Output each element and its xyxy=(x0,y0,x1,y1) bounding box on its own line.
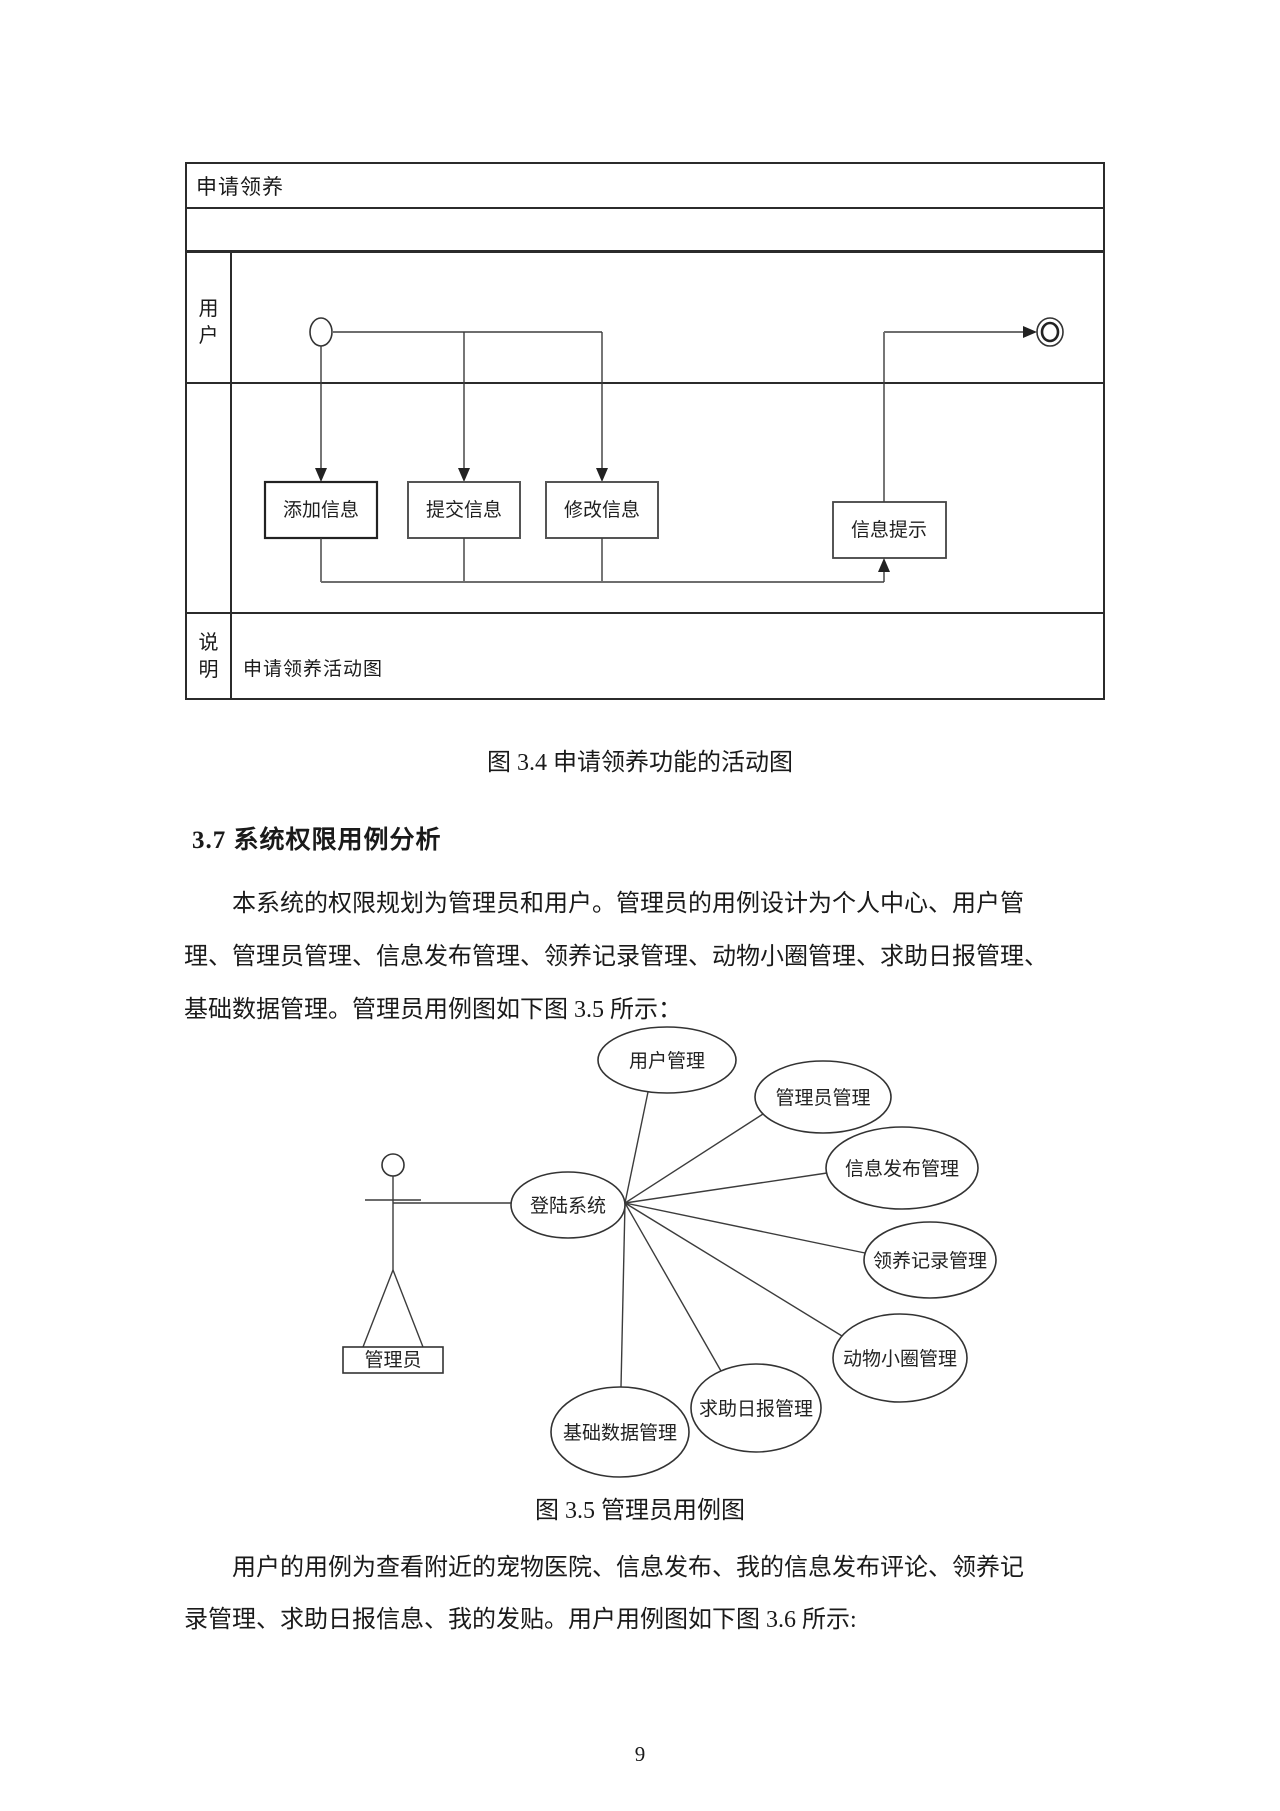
usecase-animal-circle-management xyxy=(832,1313,968,1403)
paragraph-line: 用户的用例为查看附近的宠物医院、信息发布、我的信息发布评论、领养记 xyxy=(232,1555,1024,1581)
action-box-submit-info xyxy=(407,481,521,539)
usecase-label: 领养记录管理 xyxy=(873,1250,987,1272)
paragraph-line: 基础数据管理。管理员用例图如下图 3.5 所示： xyxy=(184,997,682,1023)
usecase-info-publish-management xyxy=(825,1126,979,1210)
note-row-label: 说明 xyxy=(187,630,230,684)
usecase-label: 求助日报管理 xyxy=(699,1398,813,1420)
association-line xyxy=(624,1172,828,1204)
arrowhead-down xyxy=(458,468,470,482)
note-description: 申请领养活动图 xyxy=(243,659,384,680)
paragraph-line: 本系统的权限规划为管理员和用户。管理员的用例设计为个人中心、用户管 xyxy=(232,891,1024,917)
figure-3-4-caption: 图 3.4 申请领养功能的活动图 xyxy=(487,750,793,776)
usecase-user-management xyxy=(597,1026,737,1094)
usecase-login-system xyxy=(510,1171,626,1239)
end-node-inner xyxy=(1040,321,1060,343)
admin-usecase-diagram: 管理员 登陆系统 用户管理 管理员管理 信息发布管理 领养记录管理 动物小圈管理… xyxy=(342,1026,997,1478)
page-number: 9 xyxy=(634,1742,646,1766)
action-label: 添加信息 xyxy=(283,499,359,521)
actor-figure: 管理员 xyxy=(342,1153,444,1374)
table-row-divider xyxy=(187,250,1103,253)
usecase-label: 登陆系统 xyxy=(530,1195,606,1217)
action-label: 提交信息 xyxy=(426,499,502,521)
start-node xyxy=(309,317,333,347)
paragraph-line: 理、管理员管理、信息发布管理、领养记录管理、动物小圈管理、求助日报管理、 xyxy=(184,944,1048,970)
association-line xyxy=(620,1202,626,1388)
association-line xyxy=(624,1202,866,1254)
figure-3-5-caption: 图 3.5 管理员用例图 xyxy=(535,1498,745,1524)
usecase-admin-management xyxy=(754,1060,892,1134)
actor-label-box xyxy=(342,1346,444,1374)
association-line xyxy=(624,1202,843,1337)
lane-label-text: 用户 xyxy=(198,298,219,347)
paragraph-admin-usecases: 本系统的权限规划为管理员和用户。管理员的用例设计为个人中心、用户管 理、管理员管… xyxy=(184,878,1100,1037)
activity-title: 申请领养 xyxy=(196,175,284,199)
usecase-label: 基础数据管理 xyxy=(563,1422,677,1444)
lane-column-divider xyxy=(230,250,232,698)
paragraph-line: 录管理、求助日报信息、我的发贴。用户用例图如下图 3.6 所示: xyxy=(184,1607,857,1633)
section-heading: 3.7 系统权限用例分析 xyxy=(192,827,442,854)
actor-leg xyxy=(392,1269,424,1348)
arrowhead-down xyxy=(315,468,327,482)
association-line xyxy=(624,1113,764,1204)
table-row-divider xyxy=(187,612,1103,614)
arrowhead-down xyxy=(596,468,608,482)
arrowhead-up xyxy=(878,558,890,572)
lane-label-user: 用户 xyxy=(187,296,230,350)
action-label: 修改信息 xyxy=(564,499,640,521)
association-line xyxy=(624,1202,722,1372)
usecase-help-daily-management xyxy=(690,1363,822,1453)
activity-flow-graphic: 添加信息 提交信息 修改信息 信息提示 xyxy=(263,317,1064,583)
association-line xyxy=(624,1091,649,1204)
actor-head xyxy=(381,1153,405,1177)
actor-leg xyxy=(362,1269,394,1348)
usecase-label: 管理员管理 xyxy=(775,1087,870,1109)
table-row-divider xyxy=(187,382,1103,384)
action-box-modify-info xyxy=(545,481,659,539)
paragraph-user-usecases: 用户的用例为查看附近的宠物医院、信息发布、我的信息发布评论、领养记 录管理、求助… xyxy=(184,1542,1100,1646)
note-label-text: 说明 xyxy=(198,632,219,681)
usecase-label: 用户管理 xyxy=(629,1050,705,1072)
usecase-adoption-record-management xyxy=(863,1221,997,1299)
usecase-label: 动物小圈管理 xyxy=(843,1348,957,1370)
usecase-label: 信息发布管理 xyxy=(845,1158,959,1180)
action-label: 信息提示 xyxy=(851,519,927,541)
actor-label: 管理员 xyxy=(364,1349,421,1371)
arrowhead-right xyxy=(1023,326,1037,338)
table-row-divider xyxy=(187,207,1103,209)
usecase-base-data-management xyxy=(550,1386,690,1478)
activity-diagram-table: 申请领养 用户 说明 申请领养活动图 添加信息 提交信息 修改信息 xyxy=(185,162,1105,700)
action-box-info-prompt xyxy=(832,501,947,559)
